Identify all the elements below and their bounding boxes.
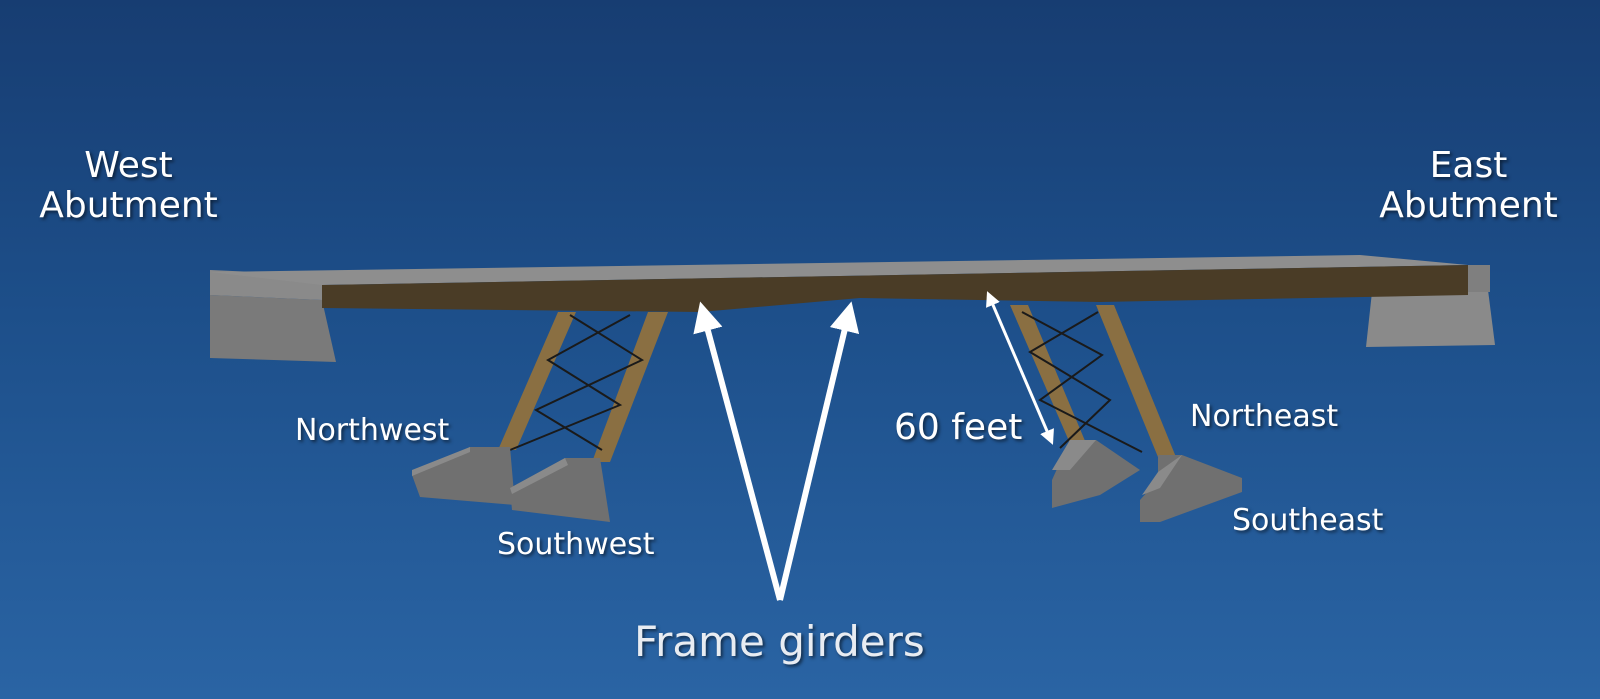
northeast-label: Northeast <box>1190 399 1339 434</box>
height-label: 60 feet <box>894 407 1023 448</box>
east-abutment-label: East Abutment <box>1366 145 1571 227</box>
west-abutment-label-line2: Abutment <box>39 185 218 227</box>
bridge-deck <box>210 255 1468 312</box>
height-dimension-arrow <box>986 291 1054 445</box>
west-abutment-label: West Abutment <box>26 145 231 227</box>
frame-girder-arrows <box>693 301 860 601</box>
frame-girders-label: Frame girders <box>634 617 925 666</box>
east-abutment-label-line1: East <box>1429 145 1508 186</box>
northwest-label: Northwest <box>295 413 450 448</box>
southwest-label: Southwest <box>497 527 655 562</box>
east-abutment-label-line2: Abutment <box>1379 185 1558 227</box>
northeast-footing <box>1052 440 1140 508</box>
southeast-label: Southeast <box>1232 503 1384 538</box>
east-pier-legs <box>1010 305 1178 462</box>
southeast-footing <box>1140 455 1242 522</box>
west-abutment-label-line1: West <box>84 145 173 186</box>
northwest-footing <box>412 447 515 505</box>
west-pier-legs <box>498 312 668 462</box>
east-abutment <box>1366 265 1495 347</box>
southwest-footing <box>510 458 610 522</box>
